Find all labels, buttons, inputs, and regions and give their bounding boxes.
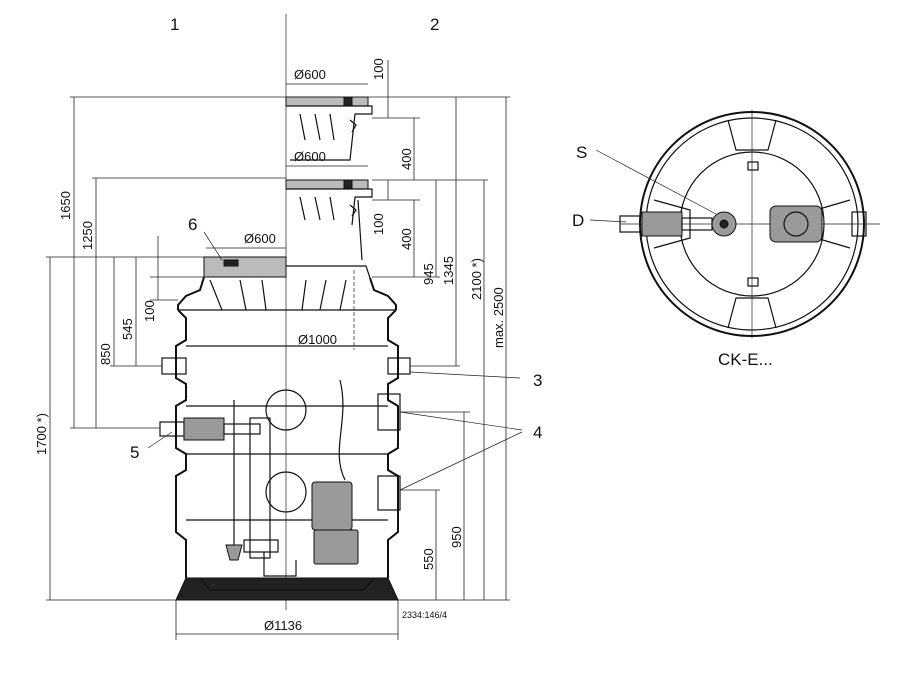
tank-dome-right [369,277,397,310]
upper-extension-ribs [299,113,335,141]
plan-pump-top [783,211,809,237]
leader-4b [399,431,523,491]
view-label-1: 1 [170,15,179,34]
lower-cover-seal [223,259,239,267]
pipe-stub-left [159,421,185,437]
base-inner [199,577,375,591]
dim-text-850: 850 [98,343,113,365]
callout-6: 6 [188,215,197,234]
dim-text-2100: 2100 *) [469,258,484,300]
plan-sensor-core [719,219,729,229]
plan-pump [769,205,823,243]
lower-cover-right [286,265,371,279]
drawing-number: 2334:146/4 [402,610,447,620]
dim-text-d600-low: Ø600 [244,231,276,246]
middle-cover-seal [343,179,353,190]
dim-text-d600-mid: Ø600 [294,149,326,164]
plan-valve [641,211,683,237]
upper-clamp [349,119,357,133]
float-switch [225,544,243,561]
dim-text-100b: 100 [371,213,386,235]
dimension-lines-left [46,96,286,601]
middle-clamp [349,204,357,217]
pump [311,379,359,565]
lower-cover [203,256,371,279]
upper-cover-slab [285,96,369,107]
callout-3: 3 [533,371,542,390]
upper-extension-body [286,105,373,161]
plan-lug-bottom [747,277,759,287]
inlet-stub-left [161,357,187,375]
dim-text-max2500: max. 2500 [491,287,506,348]
dim-text-d600-top: Ø600 [294,67,326,82]
callout-D: D [572,211,584,230]
dim-text-545: 545 [120,318,135,340]
dim-text-1700: 1700 *) [34,413,49,455]
dim-text-d1136: Ø1136 [264,618,302,633]
dim-text-550: 550 [421,548,436,570]
plan-view-label: CK-E... [718,350,773,369]
dimension-lines-right [286,60,510,601]
pipe-elbow [243,539,279,553]
dim-text-400a: 400 [399,148,414,170]
middle-cover-slab [285,179,369,190]
dome-ribs [209,279,347,311]
dim-text-1650: 1650 [58,191,73,220]
dim-text-100a: 100 [371,58,386,80]
pump-housing [313,529,359,565]
dim-text-d1000: Ø1000 [298,332,337,347]
callout-4: 4 [533,423,542,442]
dim-text-400b: 400 [399,228,414,250]
internal-opening-lower [265,471,307,513]
gate-valve [183,417,225,441]
middle-extension-ribs [299,196,335,221]
dim-text-1345: 1345 [441,256,456,285]
discharge-pipe [159,417,297,577]
leader-S [595,149,717,215]
leader-5 [147,431,173,449]
pump-motor [311,481,353,531]
pipe-bottom-bend [263,552,297,577]
middle-cover [285,179,373,261]
extension-wall-line [357,199,363,261]
internal-opening-upper [265,389,307,431]
leader-3 [409,371,521,379]
view-label-2: 2 [430,15,439,34]
dim-text-100c: 100 [142,300,157,322]
middle-extension-body [286,188,373,226]
pump-cable [338,379,346,481]
leader-4a [399,411,523,431]
leader-6 [203,231,223,261]
plan-view [619,110,880,338]
dim-text-945: 945 [421,263,436,285]
connection-stub-lower [377,475,401,511]
upper-cover-seal [343,96,353,107]
tank-dome-left [177,276,205,310]
lower-cover-slab [203,256,287,278]
pipe-horizontal [223,423,261,435]
dim-text-1250: 1250 [80,221,95,250]
tank-wall-left [175,309,187,578]
callout-5: 5 [130,443,139,462]
plan-lug-top [747,161,759,171]
dim-text-950: 950 [449,526,464,548]
callout-S: S [576,143,587,162]
leader-D [589,219,627,223]
pipe-vertical [249,417,271,559]
tank-wall-right [387,309,399,578]
